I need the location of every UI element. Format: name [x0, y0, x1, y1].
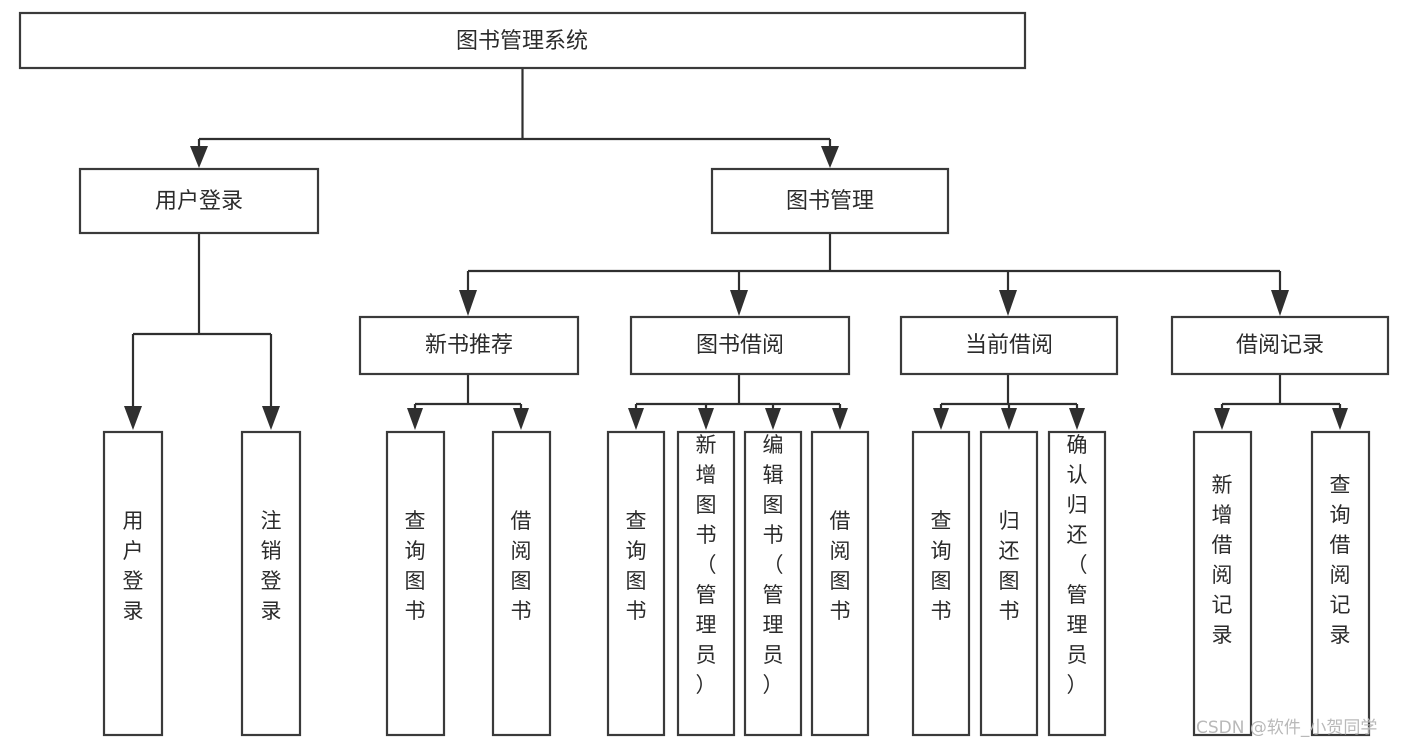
- node-leaf-query-book-cb-box[interactable]: [911, 430, 971, 737]
- node-current-borrow[interactable]: 当前借阅: [899, 315, 1119, 376]
- arrowhead-new-book-recommend: [459, 290, 477, 316]
- node-leaf-borrow-book-nb-box[interactable]: [491, 430, 552, 737]
- arrowhead-leaf-confirm-return: [1069, 408, 1085, 430]
- node-borrow-record[interactable]: 借阅记录: [1170, 315, 1390, 376]
- node-leaf-logout-login-label: 注销登录: [261, 509, 282, 623]
- csdn-watermark: CSDN @软件_小贺同学: [1196, 718, 1377, 738]
- arrowhead-leaf-logout-login: [262, 406, 280, 430]
- edge-group-book-borrow: [628, 374, 848, 430]
- node-leaf-user-login[interactable]: 用户登录: [102, 430, 164, 737]
- node-leaf-add-book-label: 新增图书（管理员）: [696, 433, 717, 697]
- node-leaf-user-login-box[interactable]: [102, 430, 164, 737]
- node-user-login-box[interactable]: [78, 167, 320, 235]
- arrowhead-leaf-return-book: [1001, 408, 1017, 430]
- edge-group-borrow-record: [1214, 374, 1348, 430]
- node-leaf-query-book-nb[interactable]: 查询图书: [385, 430, 446, 737]
- node-leaf-add-record-label: 新增借阅记录: [1212, 473, 1233, 647]
- arrowhead-book-borrow: [730, 290, 748, 316]
- arrowhead-book-management: [821, 146, 839, 168]
- node-leaf-logout-login-box[interactable]: [240, 430, 302, 737]
- node-leaf-borrow-book-bb[interactable]: 借阅图书: [810, 430, 870, 737]
- node-leaf-add-record[interactable]: 新增借阅记录: [1192, 430, 1253, 737]
- node-borrow-record-box[interactable]: [1170, 315, 1390, 376]
- node-leaf-borrow-book-nb[interactable]: 借阅图书: [491, 430, 552, 737]
- arrowhead-leaf-borrow-book-nb: [513, 408, 529, 430]
- node-leaf-query-book-bb[interactable]: 查询图书: [606, 430, 666, 737]
- node-leaf-confirm-return-box[interactable]: [1047, 430, 1107, 737]
- node-leaf-query-record[interactable]: 查询借阅记录: [1310, 430, 1371, 737]
- arrowhead-leaf-query-book-bb: [628, 408, 644, 430]
- node-leaf-edit-book-box[interactable]: [743, 430, 803, 737]
- node-leaf-query-book-bb-label: 查询图书: [626, 509, 647, 623]
- node-system-label: 图书管理系统: [456, 29, 588, 54]
- node-book-management[interactable]: 图书管理: [710, 167, 950, 235]
- arrowhead-leaf-query-record: [1332, 408, 1348, 430]
- node-leaf-query-book-bb-box[interactable]: [606, 430, 666, 737]
- edge-group-current-borrow: [933, 374, 1085, 430]
- node-leaf-return-book[interactable]: 归还图书: [979, 430, 1039, 737]
- node-new-book-recommend-box[interactable]: [358, 315, 580, 376]
- edge-group-user-login: [124, 233, 280, 430]
- node-leaf-query-book-cb[interactable]: 查询图书: [911, 430, 971, 737]
- node-book-management-box[interactable]: [710, 167, 950, 235]
- node-book-management-label: 图书管理: [786, 189, 874, 214]
- node-new-book-recommend-label: 新书推荐: [425, 333, 513, 358]
- node-leaf-return-book-box[interactable]: [979, 430, 1039, 737]
- arrowhead-leaf-add-book: [698, 408, 714, 430]
- node-current-borrow-label: 当前借阅: [965, 333, 1053, 358]
- node-book-borrow-box[interactable]: [629, 315, 851, 376]
- node-leaf-edit-book-label: 编辑图书（管理员）: [763, 433, 784, 697]
- node-leaf-user-login-label: 用户登录: [123, 509, 144, 623]
- node-leaf-query-book-nb-label: 查询图书: [405, 509, 426, 623]
- arrowhead-user-login: [190, 146, 208, 168]
- arrowhead-leaf-query-book-nb: [407, 408, 423, 430]
- node-leaf-return-book-label: 归还图书: [999, 509, 1020, 623]
- node-leaf-borrow-book-nb-label: 借阅图书: [511, 509, 532, 623]
- edge-group-new-book-recommend: [407, 374, 529, 430]
- node-leaf-add-book[interactable]: 新增图书（管理员）: [676, 430, 736, 737]
- node-user-login-label: 用户登录: [155, 189, 243, 214]
- node-leaf-query-book-cb-label: 查询图书: [931, 509, 952, 623]
- arrowhead-borrow-record: [1271, 290, 1289, 316]
- node-leaf-confirm-return[interactable]: 确认归还（管理员）: [1047, 430, 1107, 737]
- node-system-box[interactable]: [18, 11, 1027, 70]
- node-leaf-borrow-book-bb-box[interactable]: [810, 430, 870, 737]
- node-leaf-add-record-box[interactable]: [1192, 430, 1253, 737]
- node-leaf-add-book-box[interactable]: [676, 430, 736, 737]
- arrowhead-leaf-user-login: [124, 406, 142, 430]
- node-leaf-query-record-box[interactable]: [1310, 430, 1371, 737]
- arrowhead-leaf-borrow-book-bb: [832, 408, 848, 430]
- node-leaf-logout-login[interactable]: 注销登录: [240, 430, 302, 737]
- edge-group-root: [190, 68, 839, 168]
- node-borrow-record-label: 借阅记录: [1236, 333, 1324, 358]
- arrowhead-leaf-query-book-cb: [933, 408, 949, 430]
- node-book-borrow[interactable]: 图书借阅: [629, 315, 851, 376]
- edge-group-book-management: [459, 233, 1289, 316]
- arrowhead-leaf-add-record: [1214, 408, 1230, 430]
- node-current-borrow-box[interactable]: [899, 315, 1119, 376]
- arrowhead-current-borrow: [999, 290, 1017, 316]
- node-leaf-confirm-return-label: 确认归还（管理员）: [1067, 433, 1088, 697]
- node-user-login[interactable]: 用户登录: [78, 167, 320, 235]
- node-book-borrow-label: 图书借阅: [696, 333, 784, 358]
- node-system[interactable]: 图书管理系统: [18, 11, 1027, 70]
- node-leaf-query-book-nb-box[interactable]: [385, 430, 446, 737]
- node-new-book-recommend[interactable]: 新书推荐: [358, 315, 580, 376]
- node-leaf-query-record-label: 查询借阅记录: [1330, 473, 1351, 647]
- arrowhead-leaf-edit-book: [765, 408, 781, 430]
- node-leaf-edit-book[interactable]: 编辑图书（管理员）: [743, 430, 803, 737]
- node-leaf-borrow-book-bb-label: 借阅图书: [830, 509, 851, 623]
